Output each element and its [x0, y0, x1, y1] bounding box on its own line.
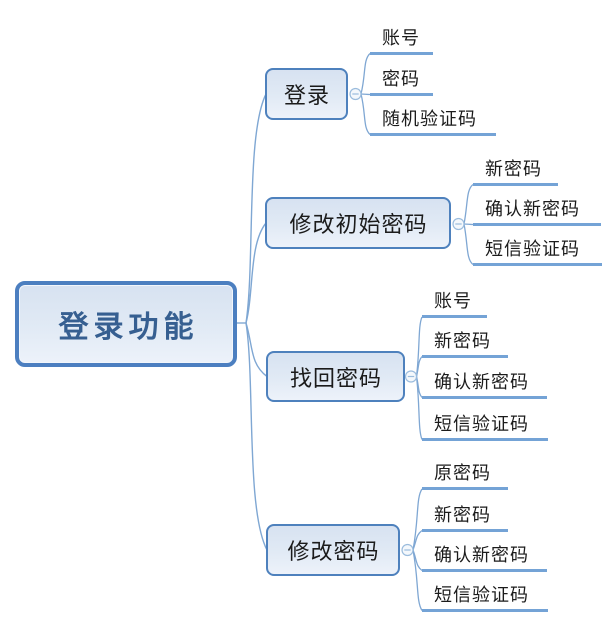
connector	[412, 488, 423, 551]
leaf-topic-label: 确认新密码	[434, 372, 529, 392]
connector	[463, 223, 474, 266]
collapse-button[interactable]	[349, 87, 362, 101]
leaf-topic-label: 短信验证码	[485, 239, 580, 259]
leaf-topic[interactable]: 随机验证码	[370, 108, 496, 136]
collapse-button[interactable]	[404, 370, 418, 383]
leaf-topic[interactable]: 新密码	[422, 504, 508, 532]
root-connectors	[237, 93, 268, 551]
leaf-topic[interactable]: 账号	[370, 27, 433, 55]
leaf-topic-label: 新密码	[485, 159, 542, 179]
branch-topic-label: 找回密码	[289, 365, 382, 391]
leaf-topic-label: 新密码	[434, 331, 491, 351]
connector	[360, 93, 371, 96]
branch-topic-login[interactable]: 登录	[265, 68, 348, 120]
leaf-topic-label: 确认新密码	[434, 545, 529, 565]
connector	[415, 356, 423, 377]
connector	[360, 93, 371, 135]
leaf-topic[interactable]: 短信验证码	[422, 413, 548, 441]
connector	[463, 223, 474, 226]
leaf-topic[interactable]: 原密码	[422, 462, 508, 490]
branch-topic-label: 修改初始密码	[289, 212, 428, 237]
connector	[245, 322, 268, 378]
collapse-button[interactable]	[401, 543, 414, 557]
leaf-topic[interactable]: 短信验证码	[422, 584, 548, 612]
connector	[245, 222, 267, 324]
leaf-topic-label: 账号	[434, 291, 472, 311]
leaf-connectors	[360, 53, 474, 611]
leaf-topic[interactable]: 确认新密码	[422, 544, 547, 572]
leaf-topic-label: 密码	[382, 69, 420, 89]
connector	[463, 183, 474, 225]
collapse-button[interactable]	[452, 217, 465, 231]
leaf-topic[interactable]: 密码	[370, 68, 433, 96]
branch-topic-change-password[interactable]: 修改密码	[266, 524, 400, 576]
leaf-topic[interactable]: 新密码	[473, 158, 558, 186]
collapse-buttons	[349, 87, 465, 557]
leaf-topic-label: 原密码	[434, 463, 491, 483]
connector	[245, 322, 268, 551]
root-topic[interactable]: 登录功能	[15, 281, 237, 367]
root-topic-label: 登录功能	[58, 311, 199, 344]
leaf-topic[interactable]: 新密码	[422, 330, 508, 358]
connector	[245, 93, 267, 324]
connector	[360, 53, 371, 95]
leaf-topic[interactable]: 确认新密码	[473, 198, 601, 226]
leaf-topic[interactable]: 短信验证码	[473, 238, 602, 266]
branch-topic-recover-password[interactable]: 找回密码	[266, 351, 405, 402]
connector	[412, 529, 423, 551]
leaf-topic-label: 账号	[382, 28, 420, 48]
leaf-topic-label: 新密码	[434, 505, 491, 525]
connector	[415, 376, 423, 440]
branch-topic-label: 修改密码	[287, 539, 380, 564]
connector	[412, 549, 423, 611]
leaf-topic-label: 确认新密码	[485, 199, 580, 219]
leaf-topic[interactable]: 确认新密码	[422, 371, 547, 399]
branch-topic-change-initial-password[interactable]: 修改初始密码	[265, 197, 451, 249]
branch-topic-label: 登录	[283, 83, 330, 108]
leaf-topic[interactable]: 账号	[422, 290, 487, 318]
leaf-topic-label: 随机验证码	[382, 109, 477, 129]
leaf-topic-label: 短信验证码	[434, 414, 529, 434]
leaf-topic-label: 短信验证码	[434, 585, 529, 605]
